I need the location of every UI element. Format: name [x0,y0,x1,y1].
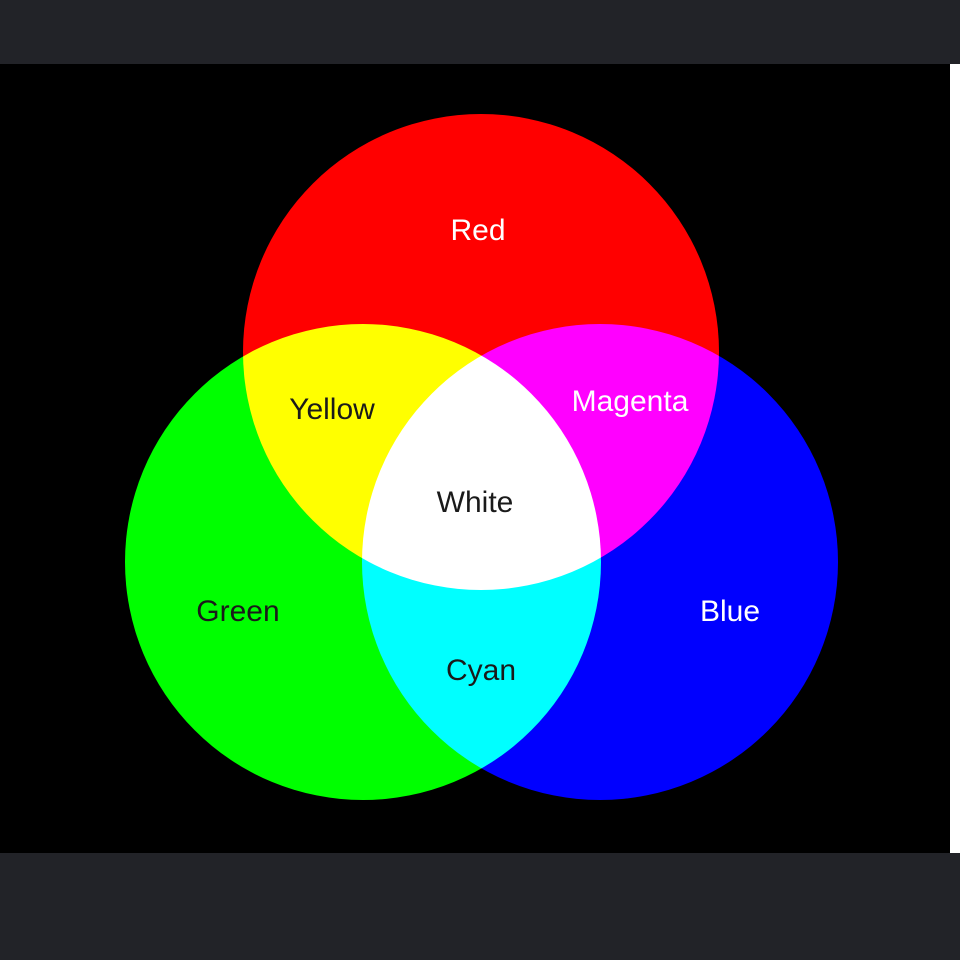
label-red: Red [450,214,505,247]
label-blue: Blue [700,595,760,628]
blue-circle [362,324,838,800]
rgb-venn-diagram: Red Yellow Magenta White Green Blue Cyan [125,114,838,800]
top-bar [0,0,960,64]
label-yellow: Yellow [289,393,375,426]
label-white: White [437,486,514,519]
label-magenta: Magenta [572,385,689,418]
rgb-additive-color-image: Red Yellow Magenta White Green Blue Cyan [0,64,950,853]
label-cyan: Cyan [446,654,516,687]
label-green: Green [196,595,279,628]
bottom-bar [0,853,960,960]
image-viewer: Red Yellow Magenta White Green Blue Cyan [0,64,960,853]
